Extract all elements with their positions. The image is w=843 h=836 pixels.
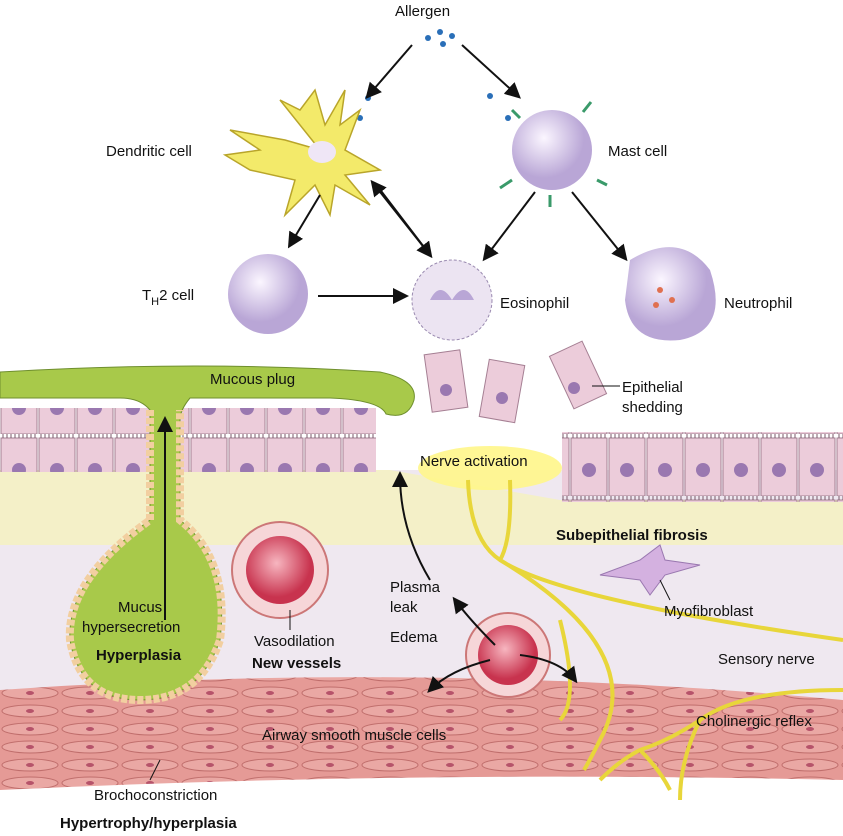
myofibroblast-leader: [659, 579, 671, 601]
label-eosinophil: Eosinophil: [500, 295, 569, 312]
cell-interaction-arrows: [287, 44, 628, 304]
label-nerve-activation: Nerve activation: [420, 453, 528, 470]
dendritic-cell: [222, 88, 383, 218]
bronchoconstriction-leader: [149, 759, 161, 781]
epithelium-left: [0, 408, 376, 472]
label-allergen: Allergen: [395, 3, 450, 20]
label-neutrophil: Neutrophil: [724, 295, 792, 312]
goblet-gland-wall: [65, 410, 226, 705]
basement-membrane: [0, 470, 843, 545]
allergen-particles: [357, 29, 511, 121]
label-plasma-leak-2: leak: [390, 599, 418, 616]
label-subepithelial-fibrosis: Subepithelial fibrosis: [556, 527, 708, 544]
epithelium-right: [562, 432, 843, 502]
label-vasodilation: Vasodilation: [254, 633, 335, 650]
label-epithelial-shedding-2: shedding: [622, 399, 683, 416]
label-mast-cell: Mast cell: [608, 143, 667, 160]
label-new-vessels: New vessels: [252, 655, 341, 672]
shed-epithelial-cells: [423, 340, 608, 424]
label-epithelial-shedding-1: Epithelial: [622, 379, 683, 396]
cholinergic-nerve: [598, 688, 843, 801]
dendritic-nucleus: [308, 141, 336, 163]
label-cholinergic-reflex: Cholinergic reflex: [696, 713, 812, 730]
vessel-leaky: [465, 612, 551, 698]
label-myofibroblast: Myofibroblast: [664, 603, 754, 620]
label-mucus-hypersecretion-2: hypersecretion: [82, 619, 180, 636]
label-th2-cell: TH2 cell: [142, 287, 194, 308]
sensory-nerve: [466, 479, 843, 772]
label-dendritic-cell: Dendritic cell: [106, 143, 192, 160]
plasma-leak-arrow: [452, 596, 496, 646]
label-mucus-hypersecretion-1: Mucus: [118, 599, 162, 616]
th2-cell: [228, 254, 308, 334]
myofibroblast: [599, 544, 701, 596]
label-edema: Edema: [390, 629, 438, 646]
eosinophil: [411, 259, 493, 341]
label-plasma-leak-1: Plasma: [390, 579, 441, 596]
nerve-activation-glow: [418, 446, 562, 490]
label-mucous-plug: Mucous plug: [210, 371, 295, 388]
mast-cell: [499, 101, 608, 207]
label-airway-smooth-muscle: Airway smooth muscle cells: [262, 727, 446, 744]
label-hypertrophy-hyperplasia: Hypertrophy/hyperplasia: [60, 815, 237, 832]
label-sensory-nerve: Sensory nerve: [718, 651, 815, 668]
label-bronchoconstriction: Brochoconstriction: [94, 787, 217, 804]
nerve-activation-arrow: [392, 471, 431, 581]
edema-arrow-right: [519, 654, 578, 684]
vessel-new: [231, 521, 329, 619]
neutrophil: [625, 247, 716, 341]
edema-arrow-left: [427, 659, 491, 693]
smooth-muscle-layer: [0, 677, 843, 790]
label-hyperplasia: Hyperplasia: [96, 647, 182, 664]
